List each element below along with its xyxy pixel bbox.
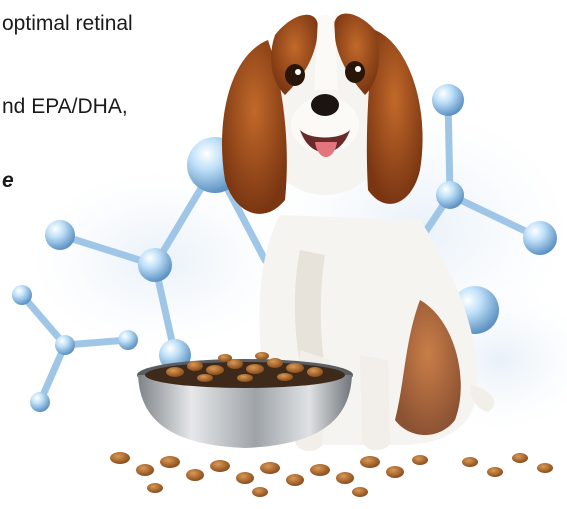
scattered-kibble xyxy=(110,452,553,497)
food-bowl-icon xyxy=(137,352,353,448)
body-text-line-2: nd EPA/DHA, xyxy=(2,95,128,118)
body-text-line-3: e xyxy=(2,169,14,192)
body-text-line-1: optimal retinal xyxy=(2,12,133,35)
